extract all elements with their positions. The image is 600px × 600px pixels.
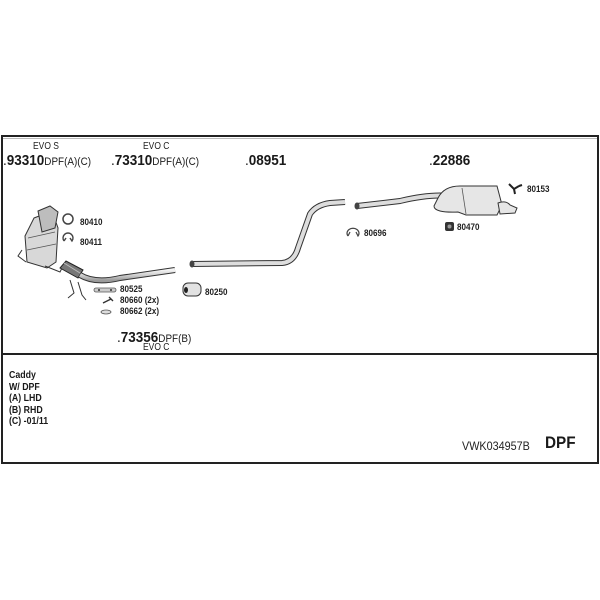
part-label: 80660 (2x) [120,295,160,306]
clamp-icon [62,232,74,243]
note-line: Caddy [9,370,36,381]
part-number: 73356 [120,329,159,346]
rubber-mount-icon [445,222,454,231]
group-part-number: .73356DPF(B) [117,329,192,346]
gasket-ring-icon [62,213,74,225]
bolt-icon [102,296,114,304]
group-part-number: .93310DPF(A)(C) [3,152,92,169]
part-label: 80411 [80,237,103,248]
group-variant: EVO S [33,141,59,152]
clamp-icon [346,227,360,238]
note-line: (B) RHD [9,404,43,416]
frame-top-line [1,135,599,137]
washer-icon [100,309,112,315]
part-number: 93310 [6,152,45,169]
group-part-number: .08951 [245,152,287,169]
part-number: 73310 [114,152,153,169]
gasket-icon [93,287,117,293]
middle-pipe [189,199,346,268]
group-part-number: .73310DPF(A)(C) [111,152,200,169]
sleeve-icon [182,282,202,297]
part-label: 80470 [457,222,480,233]
part-label: 80696 [364,228,387,239]
part-label: 80525 [120,284,143,295]
rear-silencer [354,185,518,216]
part-suffix: DPF(A)(C) [152,156,200,168]
frame-top-line-inner [1,138,599,139]
part-number: 08951 [248,152,287,169]
section-divider [1,353,599,355]
part-suffix: DPF(B) [158,333,192,345]
note-line: W/ DPF [9,381,40,393]
part-label: 80410 [80,217,103,228]
bracket-icon [508,183,523,195]
diagram-frame [1,135,599,464]
group-part-number: .22886 [429,152,471,169]
part-number: 22886 [432,152,471,169]
part-label: 80250 [205,287,228,298]
part-suffix: DPF(A)(C) [44,156,92,168]
part-label: 80662 (2x) [120,306,160,317]
part-label: 80153 [527,184,550,195]
kit-type: DPF [545,433,576,452]
flex-pipe [59,260,87,301]
dpf-converter [17,205,63,273]
group-variant: EVO C [143,342,170,353]
group-variant: EVO C [143,141,170,152]
kit-code: VWK034957B [462,439,530,453]
vehicle-notes: Caddy W/ DPF (A) LHD (B) RHD (C) -01/11 [9,370,48,428]
note-line: (C) -01/11 [9,416,49,427]
note-line: (A) LHD [9,393,42,404]
